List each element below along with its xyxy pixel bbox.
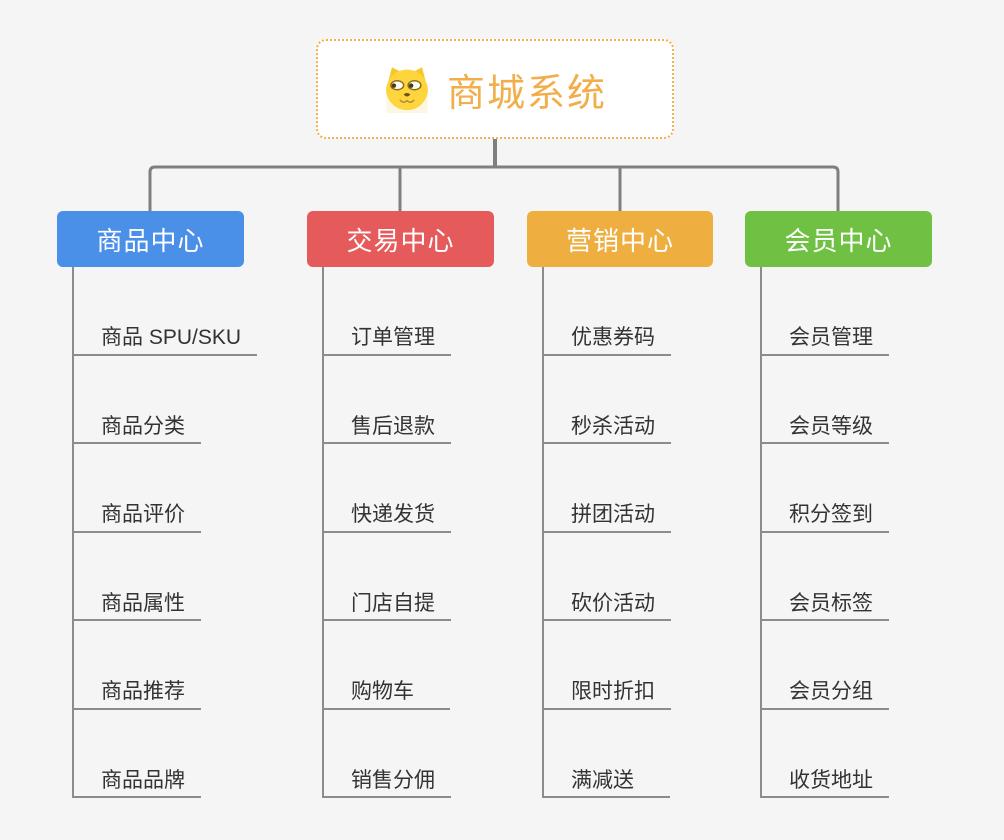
topic-item[interactable]: 售后退款 (322, 355, 451, 444)
dog-face-icon (385, 67, 428, 113)
topic-item[interactable]: 商品评价 (72, 444, 201, 533)
topic-label: 商品评价 (101, 503, 185, 527)
topic-item[interactable]: 积分签到 (760, 444, 889, 533)
topic-item[interactable]: 商品属性 (72, 532, 201, 621)
root-title: 商城系统 (446, 72, 607, 115)
topic-label: 优惠券码 (571, 326, 655, 350)
branch-node-trade-center[interactable]: 交易中心 (307, 211, 494, 267)
branch-label: 交易中心 (346, 225, 455, 256)
topic-list-trade-center: 订单管理 售后退款 快递发货 门店自提 购物车 销售分佣 (322, 267, 451, 798)
topic-item[interactable]: 销售分佣 (322, 709, 451, 798)
topic-label: 拼团活动 (571, 503, 655, 527)
topic-list-member-center: 会员管理 会员等级 积分签到 会员标签 会员分组 收货地址 (760, 267, 889, 798)
topic-label: 砍价活动 (571, 591, 655, 615)
topic-label: 商品推荐 (101, 680, 185, 704)
topic-item[interactable]: 会员分组 (760, 621, 889, 710)
topic-item[interactable]: 限时折扣 (542, 621, 671, 710)
topic-item[interactable]: 购物车 (322, 621, 450, 710)
topic-label: 商品属性 (101, 591, 185, 615)
topic-item[interactable]: 商品品牌 (72, 709, 201, 798)
topic-label: 销售分佣 (351, 768, 435, 792)
branch-node-product-center[interactable]: 商品中心 (57, 211, 244, 267)
topic-label: 会员管理 (789, 326, 873, 350)
topic-item[interactable]: 满减送 (542, 709, 670, 798)
branch-node-member-center[interactable]: 会员中心 (745, 211, 932, 267)
topic-item[interactable]: 秒杀活动 (542, 355, 671, 444)
branch-label: 会员中心 (784, 225, 893, 256)
topic-item[interactable]: 拼团活动 (542, 444, 671, 533)
topic-list-product-center: 商品 SPU/SKU 商品分类 商品评价 商品属性 商品推荐 商品品牌 (72, 267, 258, 798)
topic-item[interactable]: 会员等级 (760, 355, 889, 444)
topic-item[interactable]: 会员管理 (760, 267, 889, 356)
topic-label: 订单管理 (351, 326, 435, 350)
topic-label: 商品品牌 (101, 768, 185, 792)
topic-label: 满减送 (571, 768, 634, 792)
topic-item[interactable]: 商品推荐 (72, 621, 201, 710)
topic-label: 商品分类 (101, 414, 185, 438)
branch-label: 营销中心 (565, 225, 674, 256)
topic-label: 积分签到 (789, 503, 873, 527)
topic-label: 会员标签 (789, 591, 873, 615)
topic-list-marketing-center: 优惠券码 秒杀活动 拼团活动 砍价活动 限时折扣 满减送 (542, 267, 671, 798)
topic-label: 门店自提 (351, 591, 435, 615)
topic-item[interactable]: 快递发货 (322, 444, 451, 533)
topic-item[interactable]: 订单管理 (322, 267, 451, 356)
topic-label: 秒杀活动 (571, 414, 655, 438)
topic-item[interactable]: 砍价活动 (542, 532, 671, 621)
topic-label: 商品 SPU/SKU (101, 326, 242, 350)
topic-item[interactable]: 商品 SPU/SKU (72, 267, 258, 356)
root-node[interactable]: 商城系统 (316, 39, 674, 139)
topic-label: 会员分组 (789, 680, 873, 704)
branch-node-marketing-center[interactable]: 营销中心 (527, 211, 713, 267)
topic-label: 收货地址 (789, 768, 873, 792)
topic-item[interactable]: 门店自提 (322, 532, 451, 621)
topic-item[interactable]: 商品分类 (72, 355, 201, 444)
topic-item[interactable]: 收货地址 (760, 709, 889, 798)
topic-label: 快递发货 (351, 503, 435, 527)
topic-label: 购物车 (351, 680, 414, 704)
topic-item[interactable]: 会员标签 (760, 532, 889, 621)
topic-label: 会员等级 (789, 414, 873, 438)
topic-label: 售后退款 (351, 414, 435, 438)
topic-item[interactable]: 优惠券码 (542, 267, 671, 356)
branch-label: 商品中心 (96, 225, 205, 256)
topic-label: 限时折扣 (571, 680, 655, 704)
